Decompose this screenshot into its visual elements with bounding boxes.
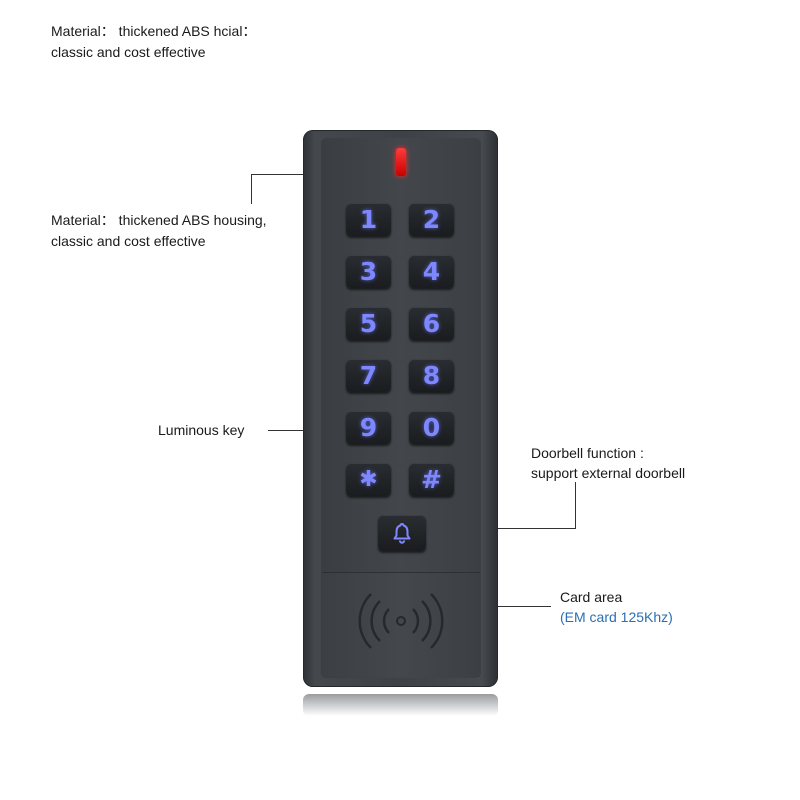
key-4[interactable]: 4	[409, 255, 454, 288]
doorbell-leader-v	[575, 482, 576, 528]
card-area-sublabel: (EM card 125Khz)	[560, 609, 673, 625]
card-area-label: Card area	[560, 589, 623, 605]
key-hash[interactable]: #	[409, 463, 454, 496]
card-reader-area	[322, 572, 480, 677]
device-reflection	[303, 694, 498, 716]
material-label-line2: classic and cost effective	[51, 233, 206, 249]
key-3[interactable]: 3	[346, 255, 391, 288]
key-9[interactable]: 9	[346, 411, 391, 444]
doorbell-button[interactable]	[378, 515, 426, 551]
key-5[interactable]: 5	[346, 307, 391, 340]
top-material-label-line2: classic and cost effective	[51, 44, 206, 60]
material-leader-v	[251, 174, 252, 204]
key-star[interactable]: ✱	[346, 463, 391, 496]
key-6[interactable]: 6	[409, 307, 454, 340]
rfid-waves-icon	[347, 591, 455, 656]
luminous-key-label: Luminous key	[158, 422, 245, 438]
key-2[interactable]: 2	[409, 203, 454, 236]
doorbell-label: Doorbell function :	[531, 445, 644, 461]
top-material-label: Material： thickened ABS hcial：	[51, 23, 257, 39]
bell-icon	[390, 521, 414, 545]
key-7[interactable]: 7	[346, 359, 391, 392]
status-led	[396, 148, 406, 176]
card-leader	[458, 606, 551, 607]
material-label: Material： thickened ABS housing,	[51, 212, 267, 228]
key-0[interactable]: 0	[409, 411, 454, 444]
key-8[interactable]: 8	[409, 359, 454, 392]
key-1[interactable]: 1	[346, 203, 391, 236]
material-leader-h	[251, 174, 319, 175]
doorbell-label-line2: support external doorbell	[531, 465, 686, 481]
